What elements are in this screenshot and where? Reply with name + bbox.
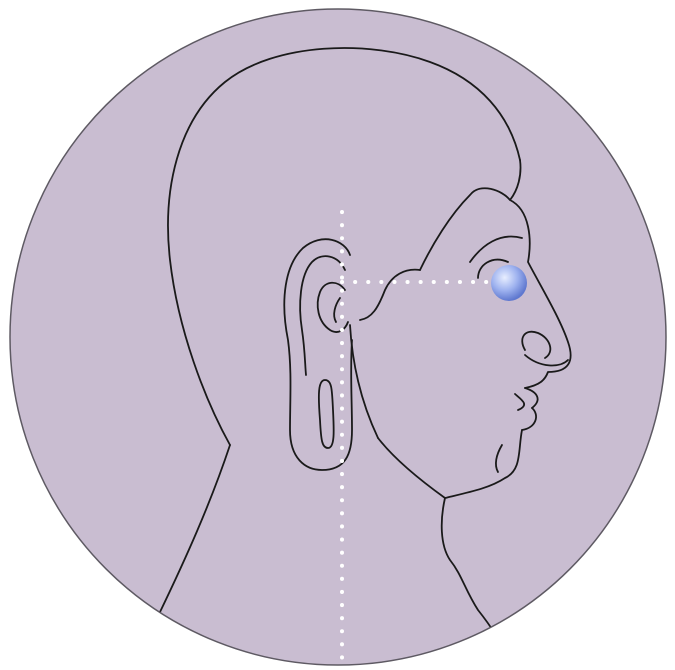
acupoint-marker xyxy=(491,265,527,301)
background-circle xyxy=(10,9,666,665)
